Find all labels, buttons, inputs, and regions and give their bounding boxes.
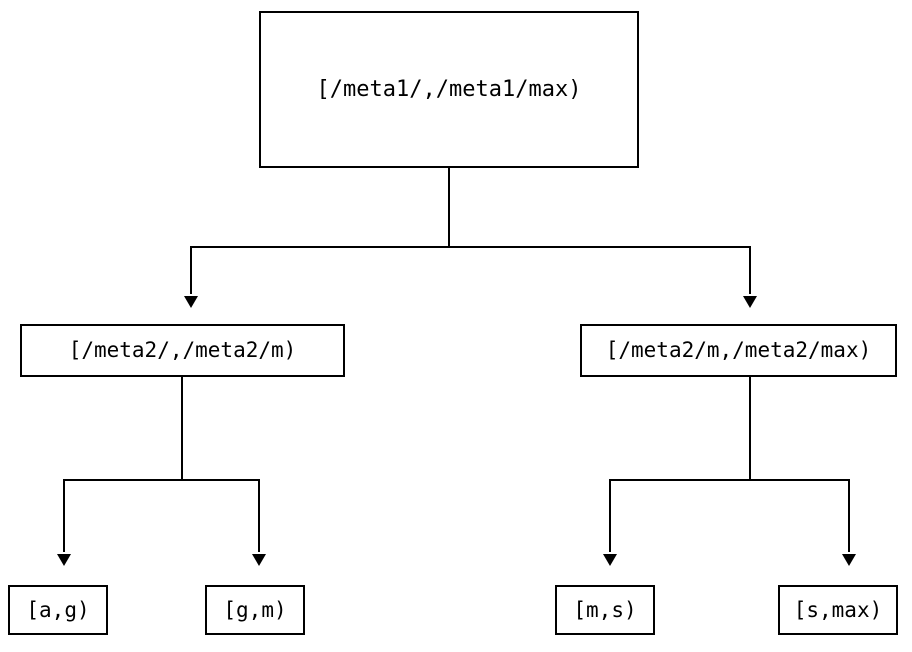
node-leaf-3-label: [m,s) (573, 597, 637, 622)
node-leaf-2[interactable]: [g,m) (205, 585, 305, 635)
node-leaf-1-label: [a,g) (26, 597, 90, 622)
edge-root-to-mid-right (749, 246, 751, 294)
edge-root-to-mid-left (190, 246, 192, 294)
arrowhead-mid-left-icon (184, 296, 198, 308)
arrowhead-leaf-3-icon (603, 554, 617, 566)
edge-mid-left-trunk (181, 377, 183, 480)
arrowhead-leaf-2-icon (252, 554, 266, 566)
arrowhead-mid-right-icon (743, 296, 757, 308)
node-leaf-1[interactable]: [a,g) (8, 585, 108, 635)
arrowhead-leaf-1-icon (57, 554, 71, 566)
edge-mid-right-to-leaf-3 (609, 479, 611, 552)
node-mid-left-label: [/meta2/,/meta2/m) (68, 338, 297, 362)
node-leaf-4-label: [s,max) (793, 597, 883, 622)
edge-right-subtree-bar (609, 479, 850, 481)
node-root[interactable]: [/meta1/,/meta1/max) (259, 11, 639, 168)
node-mid-right-label: [/meta2/m,/meta2/max) (605, 338, 872, 362)
node-leaf-3[interactable]: [m,s) (555, 585, 655, 635)
node-leaf-2-label: [g,m) (223, 597, 287, 622)
edge-mid-right-trunk (749, 377, 751, 480)
node-root-label: [/meta1/,/meta1/max) (316, 76, 582, 102)
edge-mid-right-to-leaf-4 (848, 479, 850, 552)
edge-level1-bar (190, 246, 751, 248)
node-leaf-4[interactable]: [s,max) (778, 585, 898, 635)
node-mid-left[interactable]: [/meta2/,/meta2/m) (20, 324, 345, 377)
node-mid-right[interactable]: [/meta2/m,/meta2/max) (580, 324, 897, 377)
edge-root-trunk (448, 168, 450, 247)
arrowhead-leaf-4-icon (842, 554, 856, 566)
edge-mid-left-to-leaf-2 (258, 479, 260, 552)
edge-left-subtree-bar (63, 479, 260, 481)
edge-mid-left-to-leaf-1 (63, 479, 65, 552)
